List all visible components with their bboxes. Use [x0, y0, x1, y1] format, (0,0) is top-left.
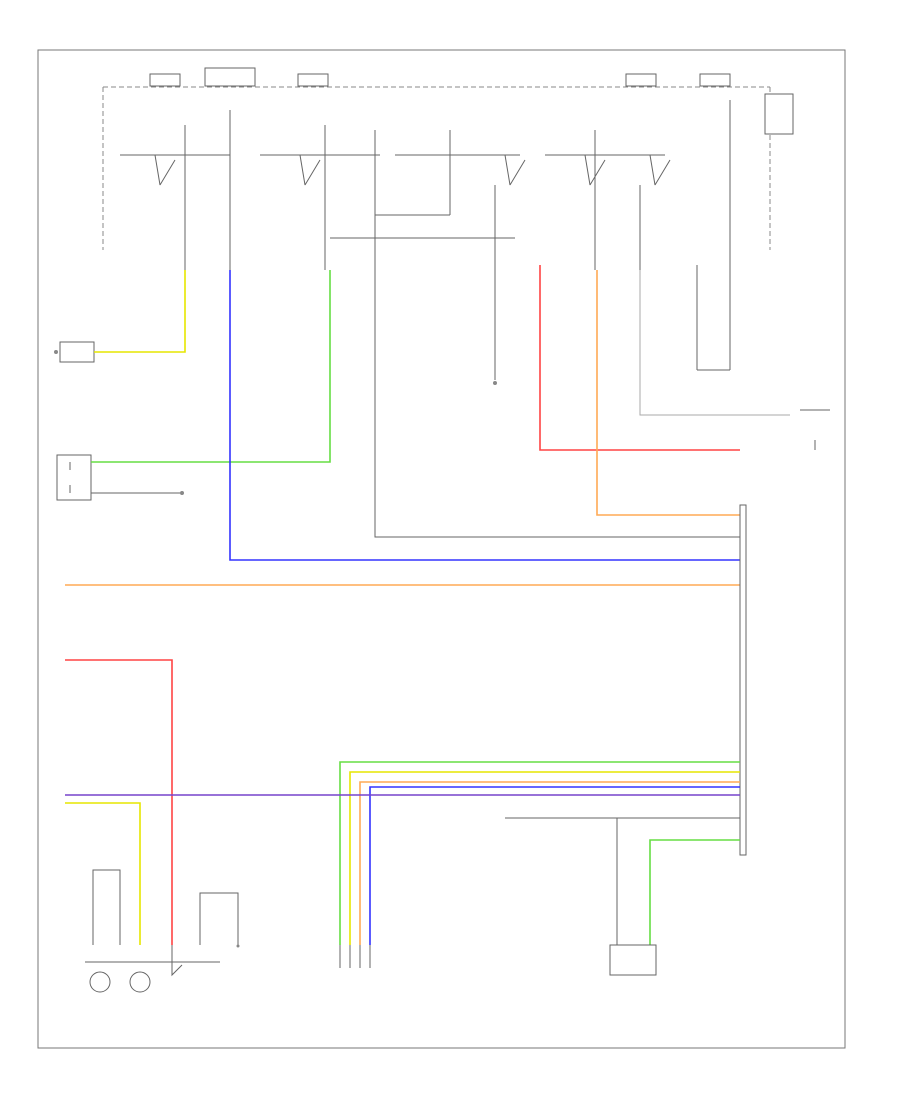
connector-icon: [339, 945, 371, 968]
relay-switch-icon: [120, 100, 731, 380]
module-wires-lower: [65, 659, 740, 945]
top-power-bus: [102, 67, 794, 250]
ground-icon: [493, 381, 497, 385]
sensor-icon: [85, 869, 240, 993]
wheel-speed-sensor: [609, 944, 657, 976]
diagram-frame: [37, 49, 846, 1049]
motor-icon: [54, 270, 186, 363]
switch-icon: [56, 270, 331, 501]
module-wires-upper: [65, 265, 790, 586]
module-icon: [739, 409, 830, 856]
